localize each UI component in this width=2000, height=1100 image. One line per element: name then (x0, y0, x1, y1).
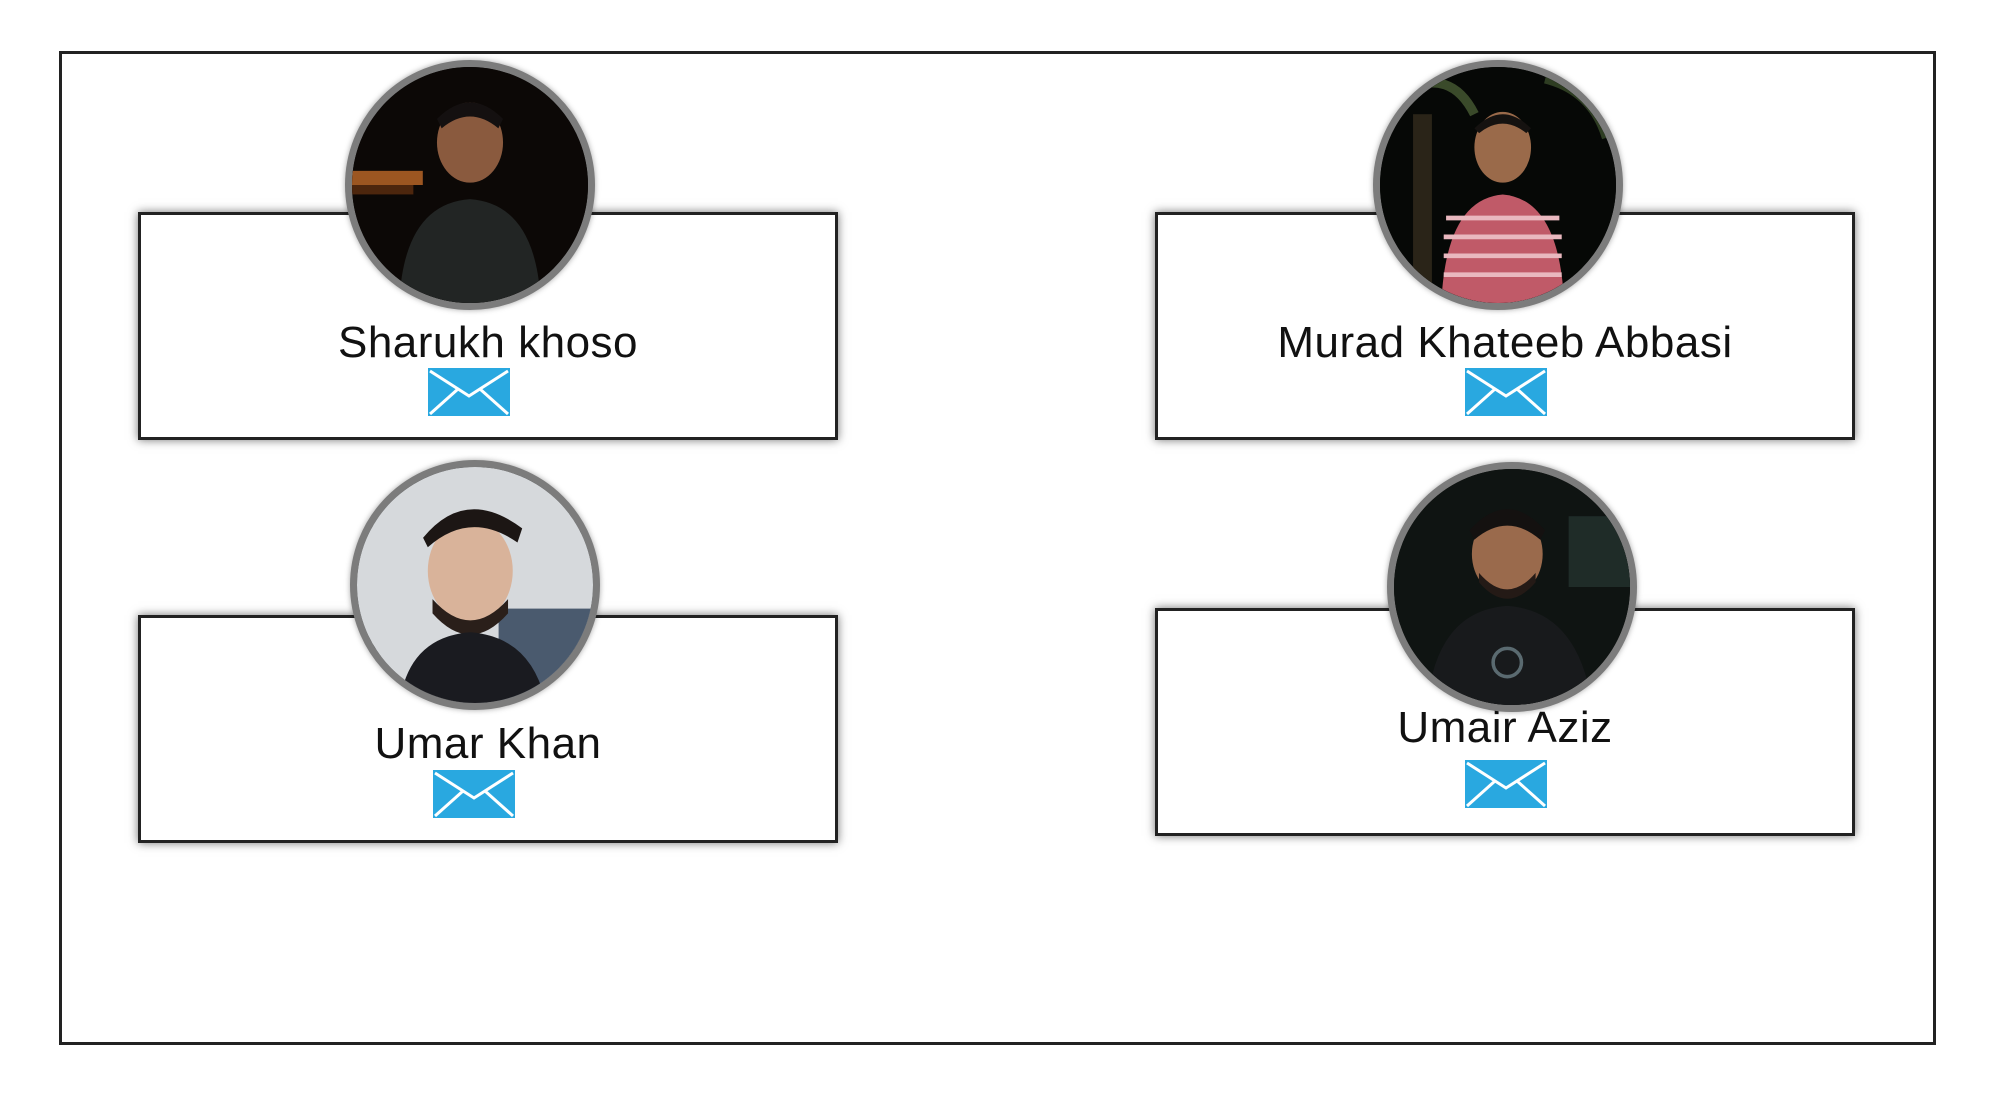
person-photo-icon (1394, 469, 1630, 705)
person-photo-icon (357, 467, 593, 703)
avatar-sharukh (345, 60, 595, 310)
member-card-murad: Murad Khateeb Abbasi (1155, 212, 1855, 440)
envelope-icon[interactable] (1465, 760, 1547, 808)
person-photo-icon (1380, 67, 1616, 303)
avatar-umar (350, 460, 600, 710)
member-name: Umar Khan (374, 719, 602, 768)
person-photo-icon (352, 67, 588, 303)
avatar-umair (1387, 462, 1637, 712)
avatar-murad (1373, 60, 1623, 310)
slide-frame (59, 51, 1936, 1045)
envelope-icon[interactable] (428, 368, 510, 416)
member-name: Murad Khateeb Abbasi (1277, 318, 1733, 367)
envelope-icon[interactable] (433, 770, 515, 818)
envelope-icon[interactable] (1465, 368, 1547, 416)
member-name: Sharukh khoso (337, 318, 639, 367)
